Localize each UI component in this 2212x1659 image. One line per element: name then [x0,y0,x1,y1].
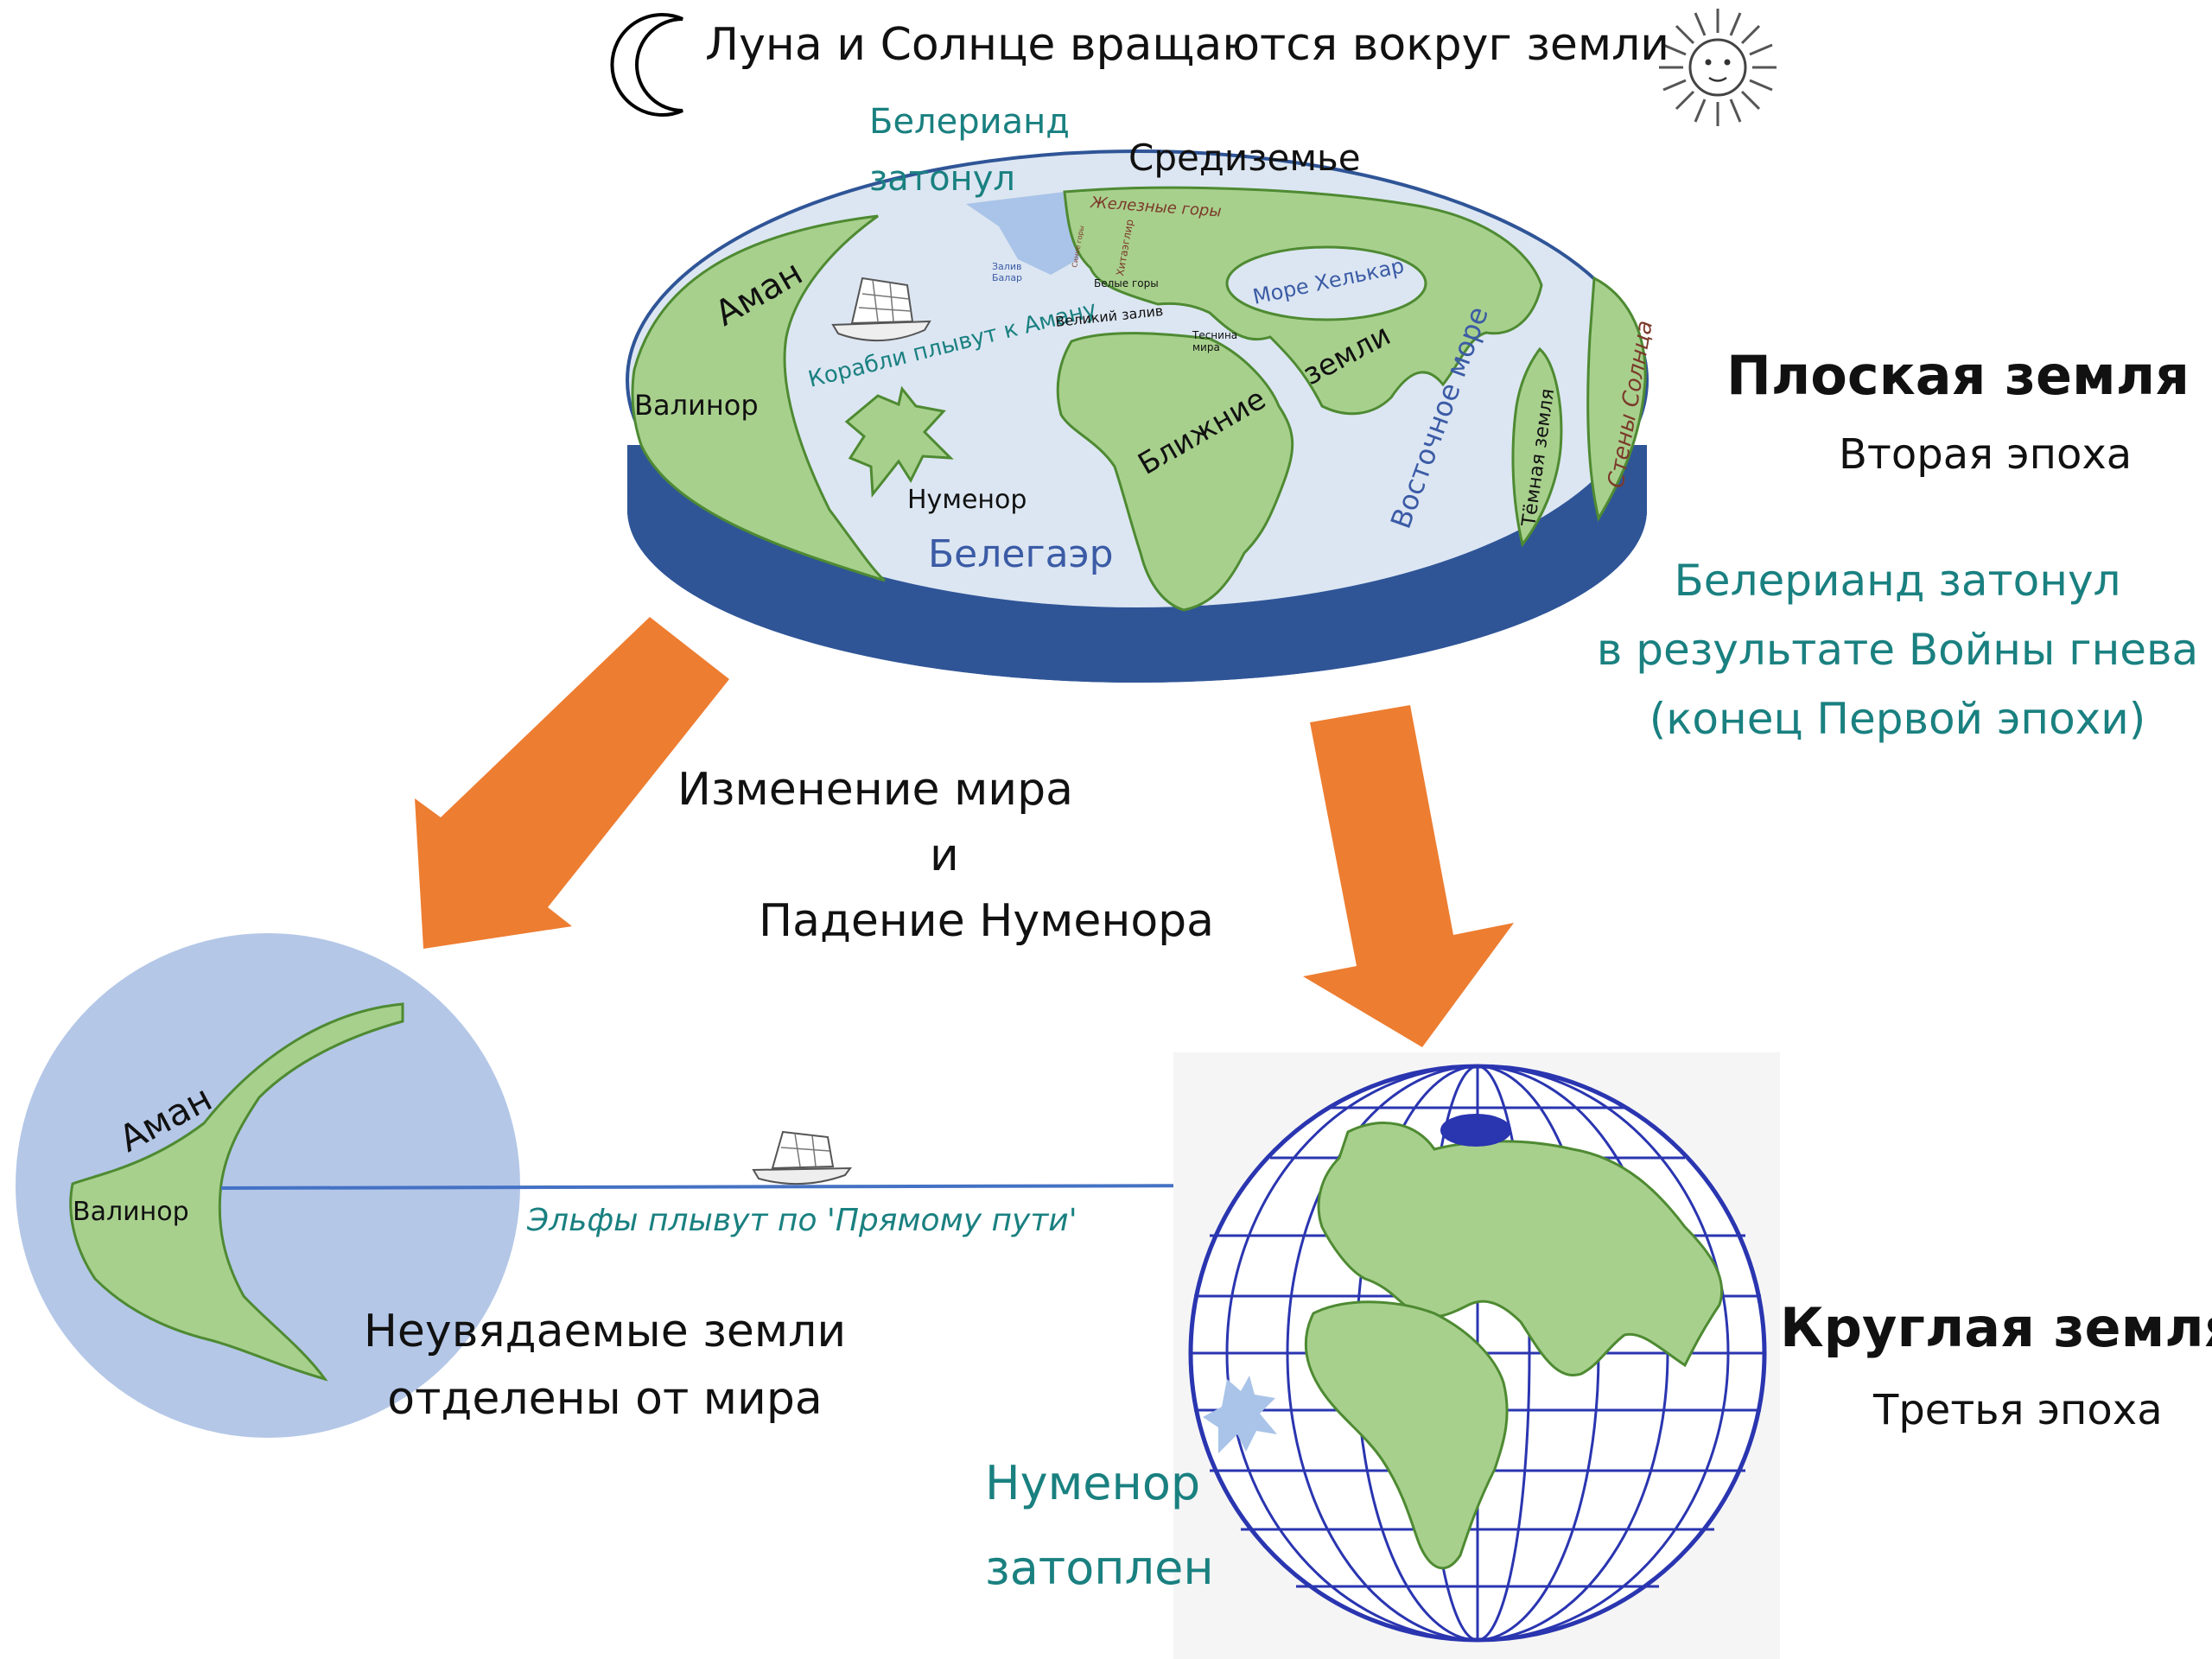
beleriand-note-line-3: (конец Первой эпохи) [1649,694,2146,744]
north-pole-mark [1440,1114,1511,1147]
sunken-beleriand [966,192,1090,275]
crescent-moon-icon [610,13,683,117]
middle-earth-label: Средиземье [1128,137,1361,179]
aman-continent [69,1002,404,1382]
beleriand-note-line-1: Белерианд затонул [1674,556,2121,606]
label-bay-balar-line-2: Балар [992,272,1022,283]
third-age-label: Третья эпоха [1873,1386,2163,1434]
flat-earth-disc [626,149,1649,683]
second-age-label: Вторая эпоха [1839,430,2133,479]
sun-face-icon [1659,9,1777,126]
beleriand-note: Белерианд затонул в результате Войны гне… [1595,546,2200,753]
numenor-flooded-line-1: Нуменор [985,1456,1201,1510]
arrow-left [415,617,729,949]
label-straits: Теснина мира [1192,329,1241,353]
arrow-right [1303,705,1514,1047]
numenor-flooded-label: Нуменор затоплен [985,1441,1214,1611]
numenor-flooded-line-2: затоплен [985,1541,1214,1595]
label-valinor-sphere: Валинор [73,1197,189,1227]
label-straits-line-1: Теснина [1192,329,1237,341]
africa-landmass [1304,1300,1509,1570]
sunk-numenor [1203,1376,1277,1453]
walls-of-sun-land [1586,276,1647,522]
flat-earth-heading: Плоская земля [1726,344,2190,407]
beleriand-note-line-2: в результате Войны гнева [1596,625,2199,675]
label-valinor-flat: Валинор [634,389,759,422]
change-line-3: Падение Нуменора [759,895,1215,947]
sea-helcar [1225,245,1427,321]
round-earth-globe [1173,1052,1780,1659]
near-lands [1056,332,1294,612]
label-bay-balar: Залив Балар [992,261,1025,283]
undying-caption-line-2: отделены от мира [387,1373,823,1425]
dark-land [1511,346,1563,548]
label-numenor-flat: Нуменор [907,485,1027,515]
straight-road-line [220,1184,1262,1190]
ship-icon [831,276,931,342]
aman-landmass [631,214,886,582]
label-bay-balar-line-1: Залив [992,261,1021,272]
beleriand-sunk-line-2: затонул [869,159,1015,199]
label-belegaer: Белегаэр [928,532,1114,576]
beleriand-sunk-line-1: Белерианд [869,102,1070,142]
undying-lands-sphere [16,933,1262,1438]
round-earth-heading: Круглая земля [1780,1296,2212,1359]
numenor-island [844,385,954,499]
change-line-2: и [930,830,959,881]
label-white-mountains: Белые горы [1094,277,1159,289]
undying-caption-line-1: Неувядаемые земли [363,1306,847,1357]
straight-road-label: Эльфы плывут по 'Прямому пути' [527,1203,1077,1238]
undying-lands-caption: Неувядаемые земли отделены от мира [363,1298,847,1433]
header-title: Луна и Солнце вращаются вокруг земли [705,19,1670,71]
small-ship-icon [752,1130,853,1185]
label-straits-line-2: мира [1192,341,1220,353]
change-line-1: Изменение мира [677,764,1073,816]
beleriand-sunk-label: Белерианд затонул [869,93,1070,207]
